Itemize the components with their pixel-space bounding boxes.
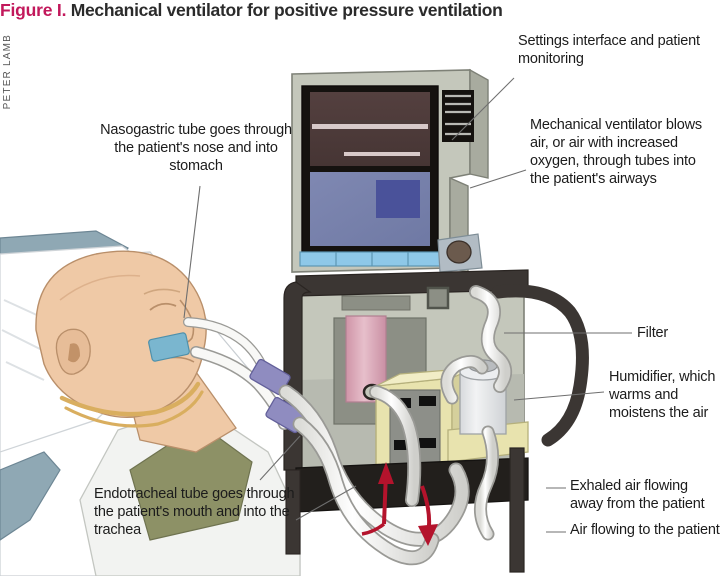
annotation-settings-interface: Settings interface and patient monitorin… xyxy=(518,33,700,67)
exhaled-air-arrowhead xyxy=(418,524,438,546)
leader-settings xyxy=(451,77,515,141)
air-to-patient-arrowhead xyxy=(378,462,394,484)
humidifier-slot-4 xyxy=(419,438,436,448)
expiratory-tube xyxy=(280,386,468,545)
leader-mechanical xyxy=(469,169,527,189)
figure-title-bar: Figure I. Mechanical ventilator for posi… xyxy=(0,0,720,24)
head-strap-2 xyxy=(64,390,204,428)
inspiratory-tube xyxy=(294,418,438,564)
settings-screen-block xyxy=(376,180,420,218)
control-knob[interactable] xyxy=(446,240,472,264)
head-strap xyxy=(59,381,201,417)
patient-brow xyxy=(143,288,181,295)
annotation-mechanical-ventilator: Mechanical ventilator blows air, or air … xyxy=(530,117,702,187)
patient-and-bed xyxy=(0,230,301,576)
page-title: Mechanical ventilator for positive press… xyxy=(70,0,503,20)
button-strip[interactable] xyxy=(299,251,443,267)
flow-arrows xyxy=(361,462,438,546)
patient-head xyxy=(35,250,207,419)
caster-post xyxy=(509,447,525,573)
ventilator-outlet-tube xyxy=(470,286,511,392)
annotation-humidifier: Humidifier, which warms and moistens the… xyxy=(609,369,716,421)
leader-nasogastric xyxy=(183,185,201,319)
leader-endotracheal-b xyxy=(295,485,357,521)
machine-label-slot xyxy=(341,295,411,311)
patient-ear-inner xyxy=(68,343,80,363)
humidifier-slot-2 xyxy=(419,396,436,406)
machine-small-port xyxy=(426,286,450,310)
annotation-endotracheal-tube: Endotracheal tube goes through the patie… xyxy=(94,486,295,538)
chamber-outlet-tube xyxy=(475,427,498,539)
machine-left-column xyxy=(285,469,301,555)
leader-humidifier xyxy=(513,391,605,401)
leader-endotracheal-a xyxy=(259,435,301,481)
waveform-trace-bottom xyxy=(344,152,420,156)
breathing-circuit xyxy=(183,285,513,566)
patient-eye xyxy=(149,302,177,311)
machine-handle-frame[interactable] xyxy=(491,284,589,447)
filter-to-humidifier-tube xyxy=(370,386,420,506)
air-to-patient-arrow-tail xyxy=(361,522,386,536)
waveform-trace-top xyxy=(312,124,428,129)
bed-rail xyxy=(0,451,61,541)
button-strip-dividers xyxy=(335,252,409,266)
annotation-air-to-patient: Air flowing to the patient xyxy=(570,522,720,538)
annotation-nasogastric-tube: Nasogastric tube goes through the patien… xyxy=(100,122,292,174)
patient-head-shading xyxy=(59,274,141,301)
leader-lines xyxy=(183,77,632,533)
humidifier-slot-3 xyxy=(394,440,411,450)
annotation-filter: Filter xyxy=(637,325,669,341)
tape-patch xyxy=(148,332,190,362)
chamber-inlet-tube xyxy=(442,356,487,403)
annotation-exhaled-air: Exhaled air flowing away from the patien… xyxy=(570,478,705,512)
figure-number-label: Figure I. xyxy=(0,0,67,20)
